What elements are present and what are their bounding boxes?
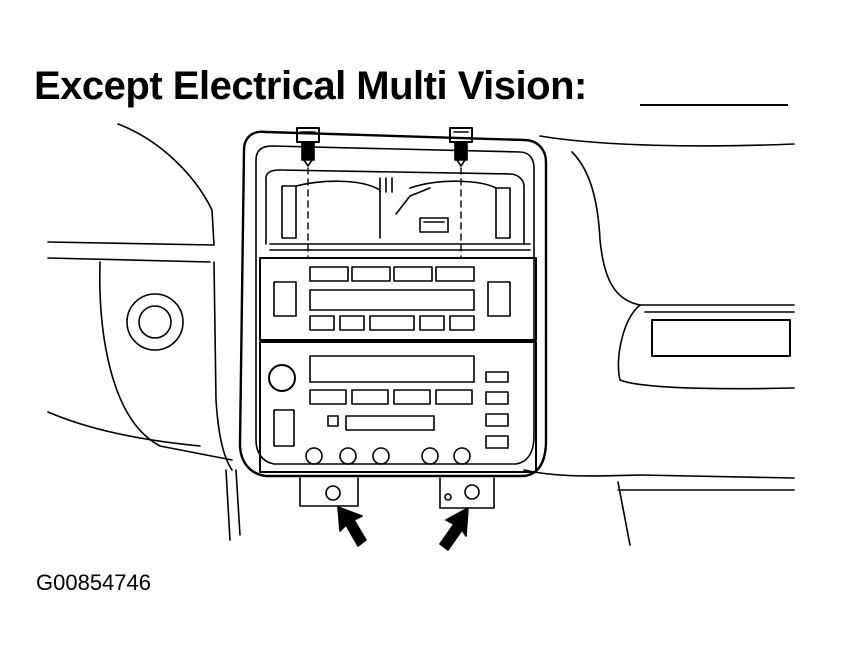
bottom-bracket-right — [440, 478, 494, 508]
arrow-icon-left — [338, 507, 366, 546]
figure-id: G00854746 — [36, 570, 151, 595]
title-underline — [640, 104, 788, 106]
diagram-title: Except Electrical Multi Vision: — [34, 64, 587, 108]
console-opening — [266, 170, 530, 250]
radio-head-unit — [260, 258, 536, 340]
top-mounting-screw-right — [450, 128, 472, 166]
console-bezel — [240, 132, 546, 476]
left-dashboard-panel — [48, 124, 240, 540]
right-dashboard-panel — [524, 136, 794, 545]
left-air-vent — [127, 294, 183, 350]
bottom-bracket-left — [300, 478, 358, 506]
arrow-icon-right — [440, 508, 468, 550]
top-mounting-screw-left — [297, 128, 319, 166]
climate-control-unit — [260, 342, 536, 472]
